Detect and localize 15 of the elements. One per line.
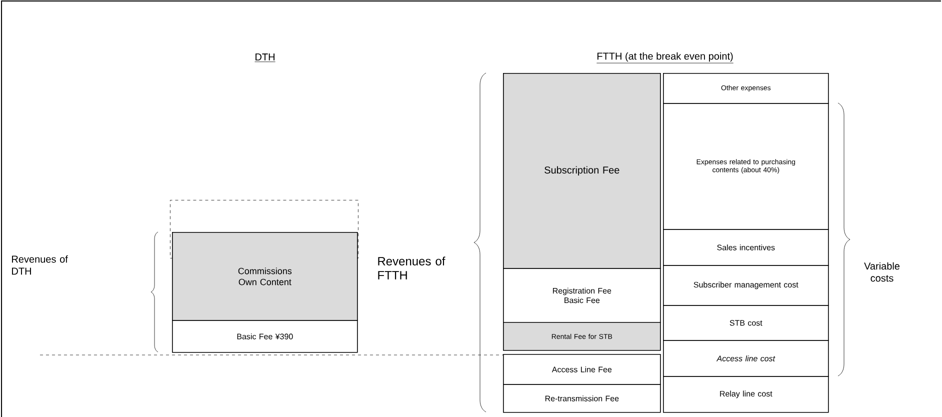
revenue-box: Access Line Fee [503,354,661,385]
cost-box: Relay line cost [663,376,829,413]
column-heading: DTH [254,54,276,62]
revenue-label: Revenues of DTH [12,255,68,275]
cost-box: Subscriber management cost [663,265,829,306]
revenue-box: Subscription Fee [503,73,661,269]
cost-box: Sales incentives [663,228,829,266]
cost-box: Access line cost [663,340,829,377]
column-heading: FTTH (at the break even point) [596,52,734,64]
cost-label: Variable costs [864,262,900,282]
revenue-box: Commissions Own Content [172,232,358,321]
revenue-box: Re-transmission Fee [503,384,661,413]
revenue-label: Revenues of FTTH [378,256,446,280]
revenue-box: Basic Fee ¥390 [172,320,358,353]
cost-box: STB cost [663,304,829,341]
